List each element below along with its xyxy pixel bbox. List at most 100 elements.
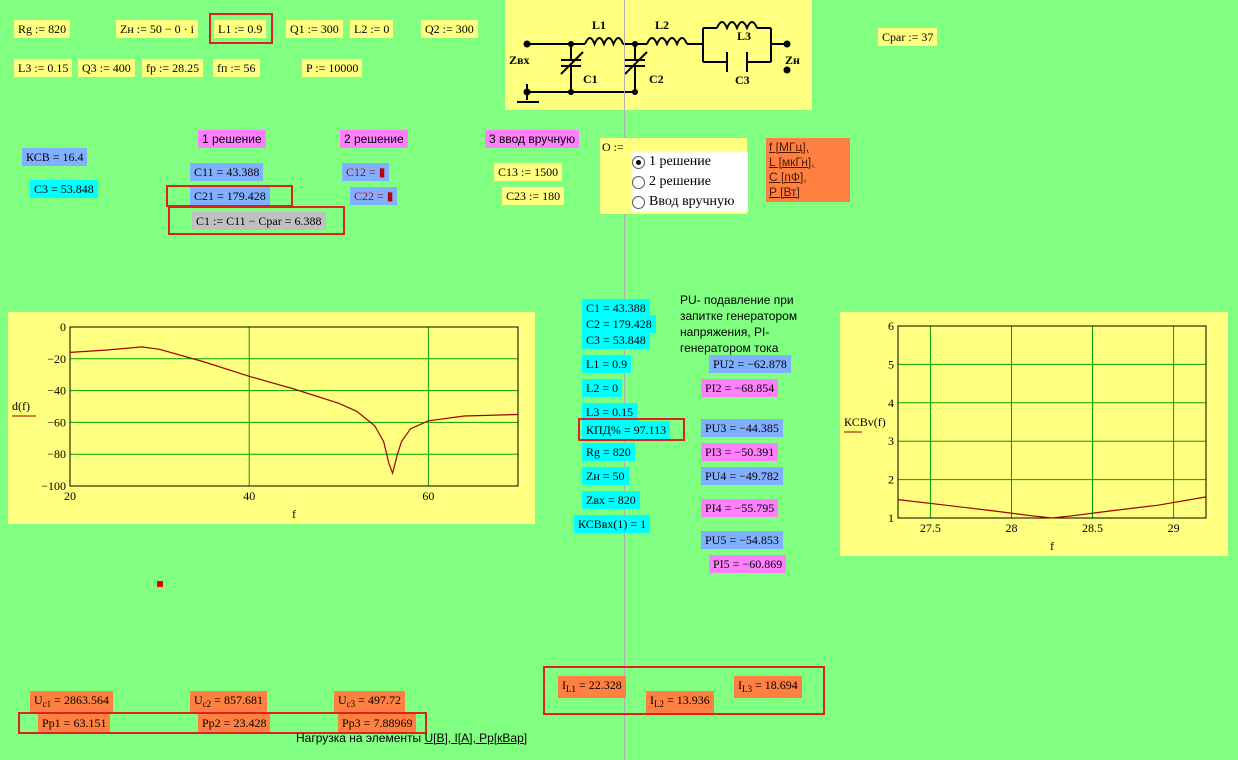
calc-c1[interactable]: C1 := C11 − Cpar = 6.388 [192,212,326,230]
result-il2: IL2 = 13.936 [646,691,714,713]
il3-symbol: I [738,678,742,692]
param-p[interactable]: P := 10000 [302,59,363,77]
label-c3: C3 [735,73,750,87]
x-tick-label: 28 [1005,521,1017,535]
uc2-symbol: U [194,693,203,707]
x-tick-label: 27.5 [920,521,941,535]
result-c11: C11 = 43.388 [190,163,264,181]
label-zload: Zн [785,53,800,67]
label-l1: L1 [592,18,606,32]
result-pu4: PU4 = −49.782 [701,467,783,485]
param-fn[interactable]: fп := 56 [213,59,260,77]
result-pp3: Pp3 = 7.88969 [338,714,417,732]
radio-button-icon[interactable] [632,175,645,189]
result-c2: C2 = 179.428 [582,315,656,333]
note-suppression: PU- подавление при запитке генератором н… [680,293,798,355]
result-l2: L2 = 0 [582,379,623,397]
series-line [897,496,1207,519]
param-l3[interactable]: L3 := 0.15 [14,59,73,77]
y-tick-label: −100 [41,479,66,493]
radio-button-icon[interactable] [632,195,645,209]
param-q1[interactable]: Q1 := 300 [286,20,343,38]
heading-solution-3: 3 ввод вручную [485,130,580,148]
highlight-frame-c21 [166,185,293,207]
y-tick-label: 2 [888,473,894,487]
y-tick-label: 5 [888,357,894,371]
result-rg: Rg = 820 [582,443,635,461]
result-pu5: PU5 = −54.853 [701,531,783,549]
radio-option-2[interactable]: 2 решение [632,172,748,192]
y-tick-label: 3 [888,434,894,448]
plot-area [898,326,1206,518]
param-fp[interactable]: fp := 28.25 [142,59,204,77]
page-break-line [624,0,625,760]
unit-frequency[interactable]: f [МГц], [769,140,810,154]
result-zvx: Zвх = 820 [582,491,640,509]
param-q2[interactable]: Q2 := 300 [421,20,478,38]
radio-option-1[interactable]: 1 решение [632,152,748,172]
x-axis-label: f [1050,539,1054,553]
uc1-subscript: c1 [42,699,52,709]
y-tick-label: −40 [47,384,66,398]
result-l3: L3 = 0.15 [582,403,638,421]
circuit-schematic: L1 L2 L3 C1 C2 C3 Zвх Zн [505,0,812,110]
input-c13[interactable]: C13 := 1500 [494,163,563,181]
radio-group: 1 решение 2 решение Ввод вручную [632,152,748,212]
y-tick-label: −80 [47,447,66,461]
heading-solution-1: 1 решение [198,130,266,148]
footer-prefix: Нагрузка на элементы [296,731,425,745]
result-il1: IL1 = 22.328 [558,676,626,698]
selector-label: O := [602,140,624,154]
heading-solution-2: 2 решение [340,130,408,148]
il2-value: = 13.936 [664,693,710,707]
y-tick-label: −60 [47,415,66,429]
radio-option-3[interactable]: Ввод вручную [632,192,748,212]
il1-value: = 22.328 [576,678,622,692]
uc1-value: = 2863.564 [51,693,109,707]
x-tick-label: 28.5 [1082,521,1103,535]
footer-units-link[interactable]: U[В], I[А], Pp[кВар] [424,731,528,745]
radio-button-icon[interactable] [632,155,645,169]
x-tick-label: 40 [243,489,255,503]
unit-inductance[interactable]: L [мкГн], [769,155,815,169]
highlight-frame-power [18,712,427,734]
y-tick-label: 6 [888,319,894,333]
y-tick-label: −20 [47,352,66,366]
param-cpar[interactable]: Cpar := 37 [878,28,938,46]
result-zn: Zн = 50 [582,467,629,485]
cursor-marker [157,581,163,587]
uc2-value: = 857.681 [211,693,263,707]
il1-subscript: L1 [566,684,576,694]
input-c23[interactable]: C23 := 180 [502,187,565,205]
result-kpd: КПД% = 97.113 [582,421,671,439]
param-l2[interactable]: L2 := 0 [350,20,394,38]
solution-selector: O := 1 решение 2 решение Ввод вручную [600,138,748,214]
unit-power[interactable]: P [Вт] [769,185,800,199]
y-axis-label: d(f) [12,399,30,413]
radio-option-label: 2 решение [649,174,711,189]
il3-subscript: L3 [742,684,752,694]
param-zn[interactable]: Zн := 50 − 0 · i [116,20,198,38]
circuit-diagram: L1 L2 L3 C1 C2 C3 Zвх Zн [509,18,800,103]
result-il3: IL3 = 18.694 [734,676,802,698]
radio-option-label: 1 решение [649,154,711,169]
result-c3-top: C3 = 53.848 [30,180,98,198]
result-pu3: PU3 = −44.385 [701,419,783,437]
result-c22: C22 = ▮ [350,187,398,205]
param-l1[interactable]: L1 := 0.9 [214,20,267,38]
param-rg[interactable]: Rg := 820 [14,20,71,38]
result-c3: C3 = 53.848 [582,331,650,349]
il3-value: = 18.694 [752,678,798,692]
param-q3[interactable]: Q3 := 400 [78,59,135,77]
unit-capacitance[interactable]: C [пФ], [769,170,807,184]
y-axis-label: КСВv(f) [844,415,886,429]
highlight-frame-currents [543,666,825,715]
highlight-frame-c1 [168,206,345,235]
y-tick-label: 1 [888,511,894,525]
x-tick-label: 60 [422,489,434,503]
label-l2: L2 [655,18,669,32]
